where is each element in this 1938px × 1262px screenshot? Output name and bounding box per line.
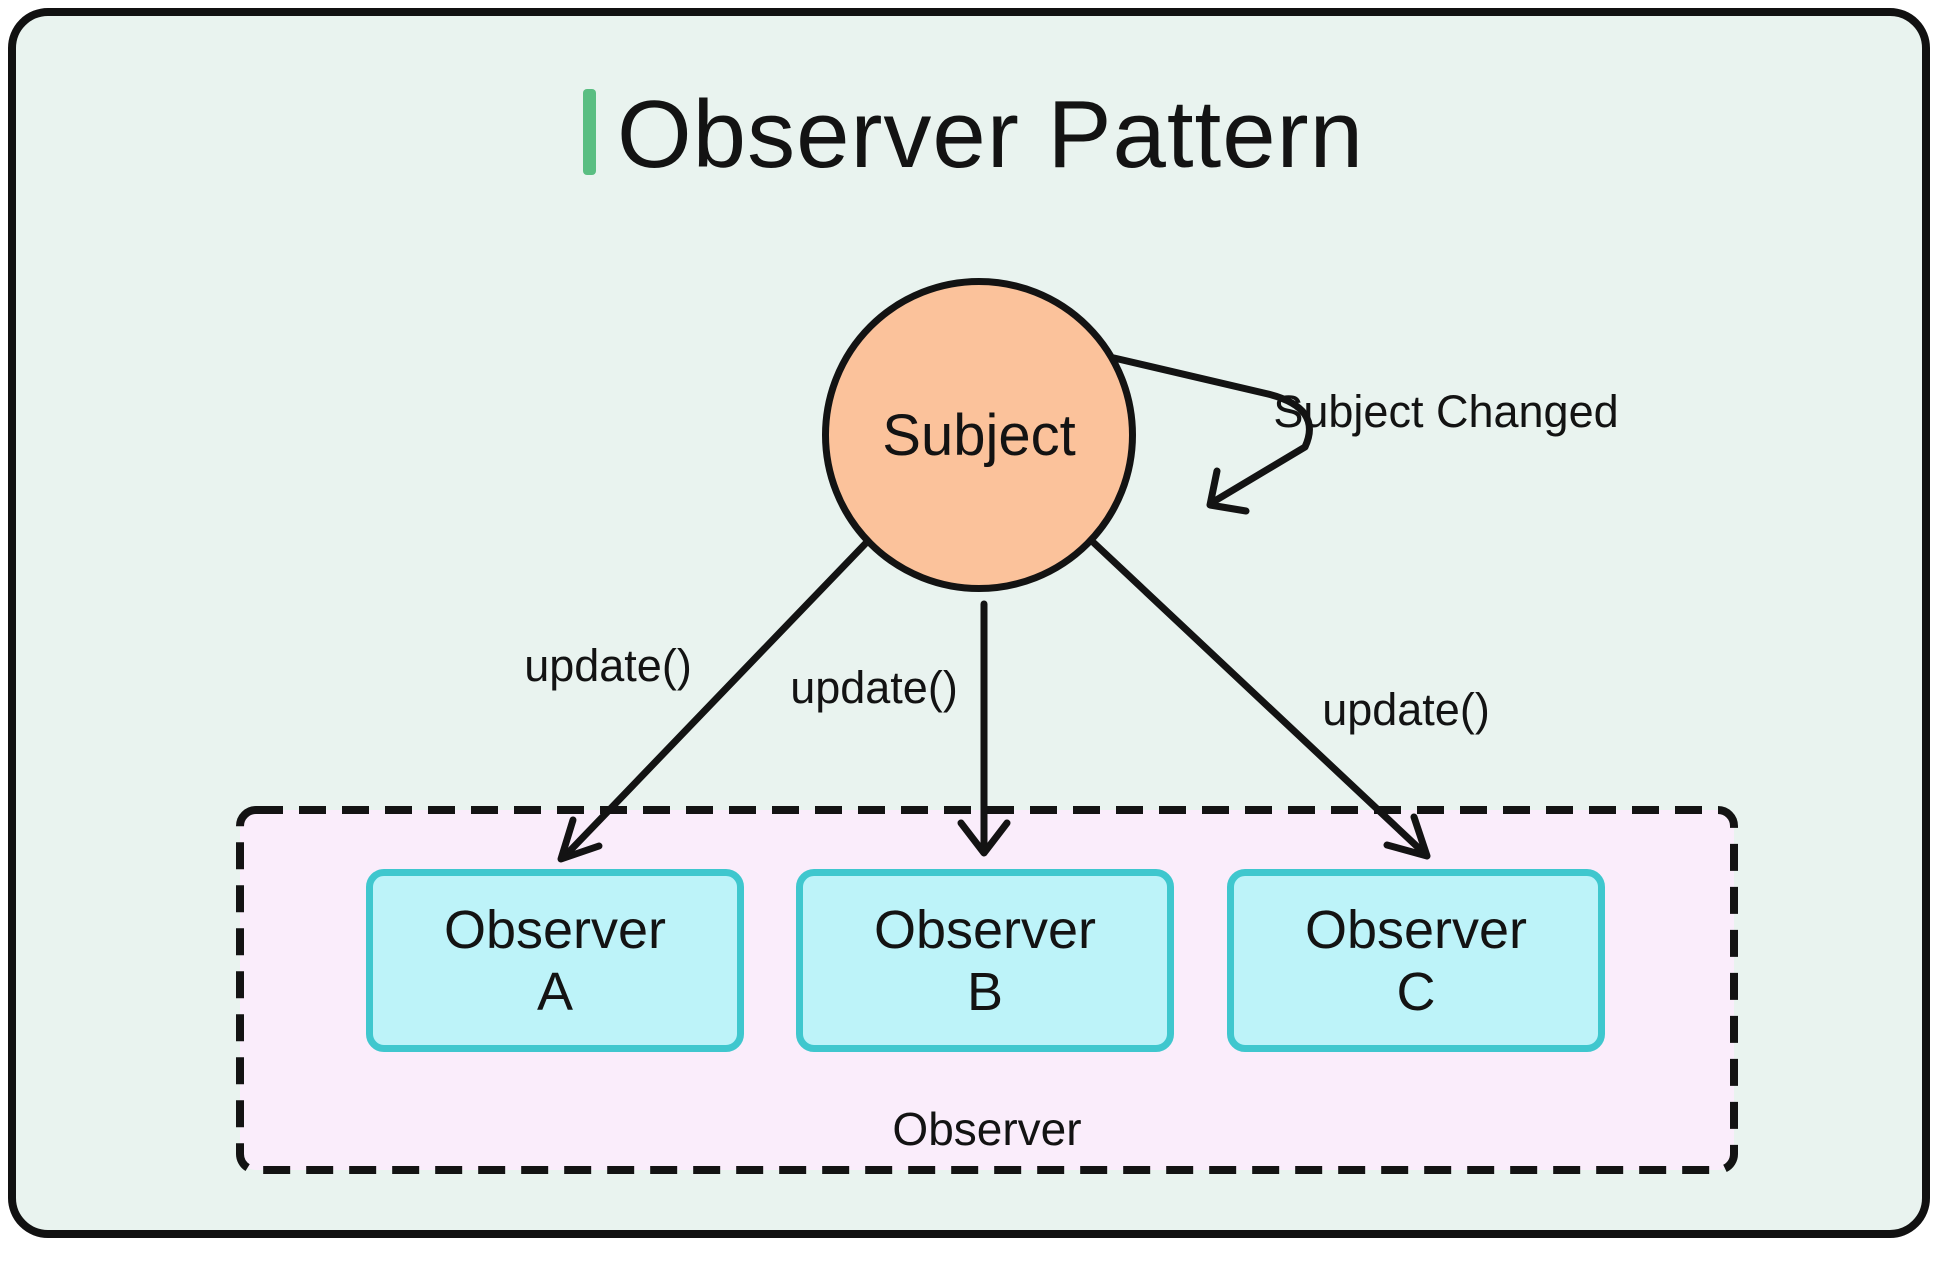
page-title: Observer Pattern xyxy=(617,81,1364,188)
observer-b-letter: B xyxy=(966,961,1004,1022)
update-label-c: update() xyxy=(1322,684,1490,735)
update-label-a: update() xyxy=(524,640,692,691)
diagram-card: Observer Pattern Subject Subject Changed… xyxy=(8,8,1930,1238)
observer-a-letter: A xyxy=(536,961,574,1022)
observer-group-label: Observer xyxy=(892,1103,1082,1155)
update-arrow-c xyxy=(1090,539,1428,857)
observer-a-name: Observer xyxy=(443,899,667,960)
update-arrow-c-head xyxy=(1383,813,1431,860)
observer-a-node: Observer A xyxy=(366,869,744,1052)
update-arrow-a xyxy=(560,539,870,861)
diagram-arrows-layer xyxy=(236,354,1738,1174)
subject-label: Subject xyxy=(882,402,1076,468)
update-label-b: update() xyxy=(790,662,958,713)
observer-c-node: Observer C xyxy=(1227,869,1605,1052)
subject-changed-arrow xyxy=(1110,354,1313,506)
update-arrow-b-head xyxy=(957,819,1011,857)
subject-changed-label: Subject Changed xyxy=(1273,386,1619,437)
observer-b-name: Observer xyxy=(873,899,1097,960)
observer-c-name: Observer xyxy=(1304,899,1528,960)
update-arrow-a-head xyxy=(557,816,603,863)
observer-c-letter: C xyxy=(1396,961,1436,1022)
subject-node: Subject xyxy=(822,278,1136,592)
observer-b-node: Observer B xyxy=(796,869,1174,1052)
title-accent-bar xyxy=(583,89,596,175)
subject-changed-arrow-head xyxy=(1206,467,1250,515)
